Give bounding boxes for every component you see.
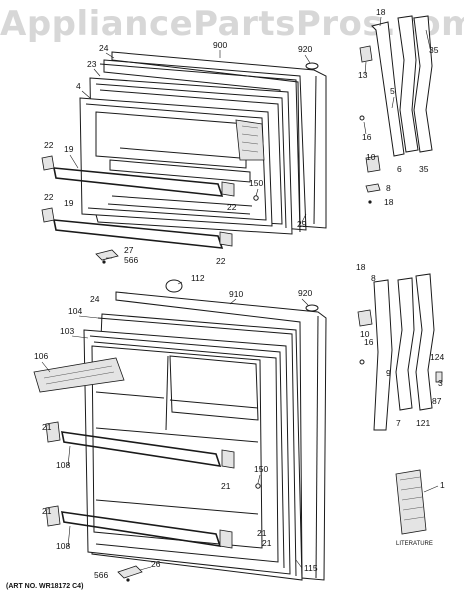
bracket-9 [373, 279, 393, 431]
cap-10-lower [357, 309, 373, 327]
callout-22-c: 22 [216, 256, 226, 266]
callout-21-d: 21 [257, 528, 267, 538]
callout-150-top: 150 [249, 178, 263, 188]
callout-7: 7 [396, 418, 401, 428]
callout-566-top: 566 [124, 255, 138, 265]
callout-10-top: 10 [366, 152, 376, 162]
handle-35 [413, 15, 433, 153]
callout-13: 13 [358, 70, 368, 80]
callout-8-lower: 8 [371, 273, 376, 283]
callout-9: 9 [386, 368, 391, 378]
cap-22-left-bottom [41, 207, 55, 223]
art-number: (ART NO. WR18172 C4) [6, 583, 84, 590]
cap-21-right-bottom [219, 529, 233, 549]
upper-door-assembly [41, 51, 327, 264]
cap-21-right-top [221, 449, 235, 469]
callout-108-a: 108 [56, 460, 70, 470]
screw-8 [365, 183, 381, 193]
literature-booklet [395, 469, 427, 535]
cap-22-right-top [221, 181, 235, 197]
callout-8-top: 8 [386, 183, 391, 193]
door-rail-19-top [53, 167, 224, 197]
callout-10-lower: 10 [360, 329, 370, 339]
callout-920-lower: 920 [298, 288, 312, 298]
door-panel-910 [115, 291, 327, 581]
callout-108-b: 108 [56, 541, 70, 551]
callout-3: 3 [438, 378, 443, 388]
bracket-26 [117, 565, 143, 579]
handle-7 [395, 277, 415, 411]
callout-21-c: 21 [42, 506, 52, 516]
callout-24-lower: 24 [90, 294, 100, 304]
callout-22-d: 22 [44, 192, 54, 202]
dairy-bin-106 [33, 357, 125, 393]
handle-121 [415, 273, 435, 411]
callout-21-b: 21 [221, 481, 231, 491]
callout-16-lower: 16 [364, 337, 374, 347]
callout-112: 112 [191, 273, 205, 283]
callout-27: 27 [124, 245, 134, 255]
leader-lines [41, 16, 439, 571]
lower-hinge-parts [357, 273, 443, 535]
lower-callouts: 112 18 8 24 910 920 104 103 10 106 16 12… [34, 262, 445, 580]
callout-29: 29 [297, 219, 307, 229]
handle-6 [397, 15, 419, 153]
upper-hinge-parts [359, 15, 433, 204]
callout-23: 23 [87, 59, 97, 69]
callout-1-lit: 1 [440, 480, 445, 490]
callout-124: 124 [430, 352, 444, 362]
callout-22-b: 22 [227, 202, 237, 212]
callout-26: 26 [151, 559, 161, 569]
callout-106: 106 [34, 351, 48, 361]
callout-24-top: 24 [99, 43, 109, 53]
callout-104: 104 [68, 306, 82, 316]
upper-callouts: 18 900 920 24 23 35 13 4 5 16 22 19 10 6… [44, 7, 439, 266]
callout-900: 900 [213, 40, 227, 50]
callout-150-lower: 150 [254, 464, 268, 474]
cap-22-right-bottom [219, 231, 233, 247]
door-rail-19-bottom [53, 219, 224, 249]
callout-5: 5 [390, 86, 395, 96]
callout-18-top: 18 [376, 7, 386, 17]
cap-21-left-top [45, 421, 61, 443]
callout-35-b: 35 [419, 164, 429, 174]
part-124 [435, 371, 443, 383]
callout-18-lower: 18 [356, 262, 366, 272]
cap-21-left-bottom [45, 505, 61, 527]
door-liner-103 [83, 329, 291, 575]
callout-4: 4 [76, 81, 81, 91]
callout-566-lower: 566 [94, 570, 108, 580]
bracket-5 [371, 21, 405, 157]
callout-6: 6 [397, 164, 402, 174]
callout-115: 115 [304, 563, 318, 573]
callout-35-top: 35 [429, 45, 439, 55]
bracket-27 [95, 249, 119, 261]
callout-21-e: 21 [262, 538, 272, 548]
callout-87: 87 [432, 396, 442, 406]
cap-22-left-top [41, 155, 55, 171]
callout-103: 103 [60, 326, 74, 336]
callout-121: 121 [416, 418, 430, 428]
callout-22-a: 22 [44, 140, 54, 150]
door-rail-108-top [60, 431, 222, 467]
cap-10 [365, 155, 381, 173]
callout-920-top: 920 [298, 44, 312, 54]
callout-16-top: 16 [362, 132, 372, 142]
callout-910: 910 [229, 289, 243, 299]
callout-21-a: 21 [42, 422, 52, 432]
callout-18-b: 18 [384, 197, 394, 207]
literature-label: LITERATURE [396, 541, 433, 547]
cap-13 [359, 45, 373, 63]
callout-19-a: 19 [64, 144, 74, 154]
lower-door-assembly [33, 279, 327, 582]
callout-19-b: 19 [64, 198, 74, 208]
